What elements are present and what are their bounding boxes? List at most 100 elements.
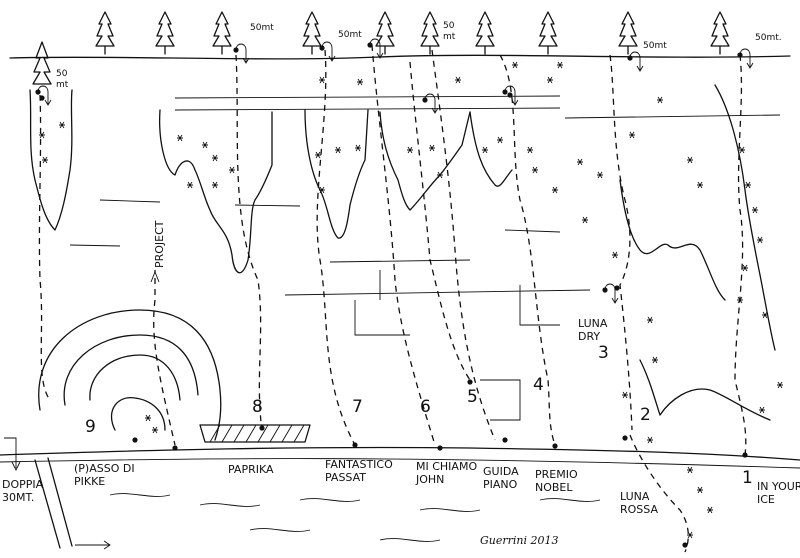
ice-curtain: [29, 89, 73, 231]
route-start-dot: [507, 92, 513, 98]
route-number-3: 3: [598, 343, 609, 363]
ice-mark: [752, 206, 758, 214]
ice-curtain: [304, 109, 369, 239]
route-start-dot: [622, 435, 628, 441]
route-number-9: 9: [85, 417, 96, 437]
ice-mark: [152, 426, 158, 434]
ice-mark: [629, 131, 635, 139]
route-start-dot: [682, 542, 688, 548]
ice-mark: [697, 181, 703, 189]
ice-mark: [319, 76, 325, 84]
route-start-dot: [437, 445, 443, 451]
ledge-line: [174, 95, 561, 99]
route-start-dot: [467, 379, 473, 385]
ice-mark: [512, 61, 518, 69]
ice-marks: [39, 61, 783, 539]
ice-mark: [762, 311, 768, 319]
ice-mark: [577, 158, 583, 166]
ground-line: [0, 458, 800, 469]
route-6-line: [371, 44, 436, 446]
cave-arch: [63, 334, 199, 406]
rock-line: [504, 229, 561, 233]
ice-mark: [687, 466, 693, 474]
ice-curtain: [469, 111, 513, 187]
ice-mark: [687, 531, 693, 539]
route-start-dots: [39, 92, 748, 548]
descent-arrow: [4, 437, 17, 468]
anchor-label-6: 50mt.: [755, 33, 782, 43]
ice-mark: [177, 134, 183, 142]
approach-arrow: [75, 540, 111, 550]
platform-hatch: [209, 424, 305, 443]
route-number-8: 8: [252, 397, 263, 417]
route-3-line: [609, 54, 633, 431]
rappel-anchor-icon: [233, 43, 250, 64]
route-start-dot: [614, 285, 620, 291]
ice-mark: [687, 156, 693, 164]
anchor-label-3: 50mt: [338, 30, 362, 40]
route-start-dot: [259, 425, 265, 431]
ice-mark: [437, 171, 443, 179]
ice-mark: [532, 166, 538, 174]
ice-mark: [697, 486, 703, 494]
route-9-line: [153, 299, 176, 446]
route-4-line: [499, 54, 556, 446]
route-start-dot: [352, 442, 358, 448]
project-label: PROJECT: [153, 220, 166, 268]
route-number-6: 6: [420, 397, 431, 417]
ice-mark: [335, 146, 341, 154]
ice-mark: [547, 76, 553, 84]
rappel-anchor-icon: [502, 85, 519, 106]
ice-curtain: [159, 109, 273, 274]
ice-mark: [647, 316, 653, 324]
route-start-dot: [552, 443, 558, 449]
route-number-5: 5: [467, 387, 478, 407]
ice-mark: [59, 121, 65, 129]
ice-mark: [482, 146, 488, 154]
route-number-2: 2: [640, 405, 651, 425]
ice-mark: [212, 181, 218, 189]
rappel-anchor-icon: [602, 283, 619, 304]
route-start-dot: [742, 452, 748, 458]
anchor-label-5: 50mt: [643, 41, 667, 51]
ice-mark: [647, 436, 653, 444]
route-start-dot: [132, 437, 138, 443]
ice-mark: [597, 171, 603, 179]
rock-block: [354, 300, 410, 336]
ice-mark: [739, 146, 745, 154]
rock-block: [480, 379, 521, 421]
rock-line: [69, 244, 121, 247]
ice-curtain: [714, 84, 776, 351]
ice-curtain: [379, 111, 471, 211]
ice-mark: [455, 76, 461, 84]
tree-icon: [32, 41, 52, 85]
rappel-anchor-icon: [367, 38, 384, 59]
rappel-anchor-icon: [35, 85, 52, 106]
route-numbers: 9 8 7 6 5 4 3 2 1: [85, 343, 753, 488]
ledge-line: [174, 107, 561, 111]
tree-icons: [32, 11, 730, 85]
tree-icon: [212, 11, 232, 55]
route-1-line: [734, 54, 747, 456]
snow-slope: [109, 493, 601, 542]
ice-mark: [557, 61, 563, 69]
tree-icon: [710, 11, 730, 55]
ice-mark: [429, 144, 435, 152]
tree-icon: [155, 11, 175, 55]
ice-mark: [315, 151, 321, 159]
ice-curtain: [619, 179, 726, 301]
route-2-line: [629, 434, 689, 553]
ice-mark: [145, 414, 151, 422]
rappel-anchor-icon: [737, 48, 754, 69]
ice-mark: [39, 131, 45, 139]
ice-mark: [552, 186, 558, 194]
route-6-line: [409, 61, 471, 381]
ice-mark: [212, 154, 218, 162]
